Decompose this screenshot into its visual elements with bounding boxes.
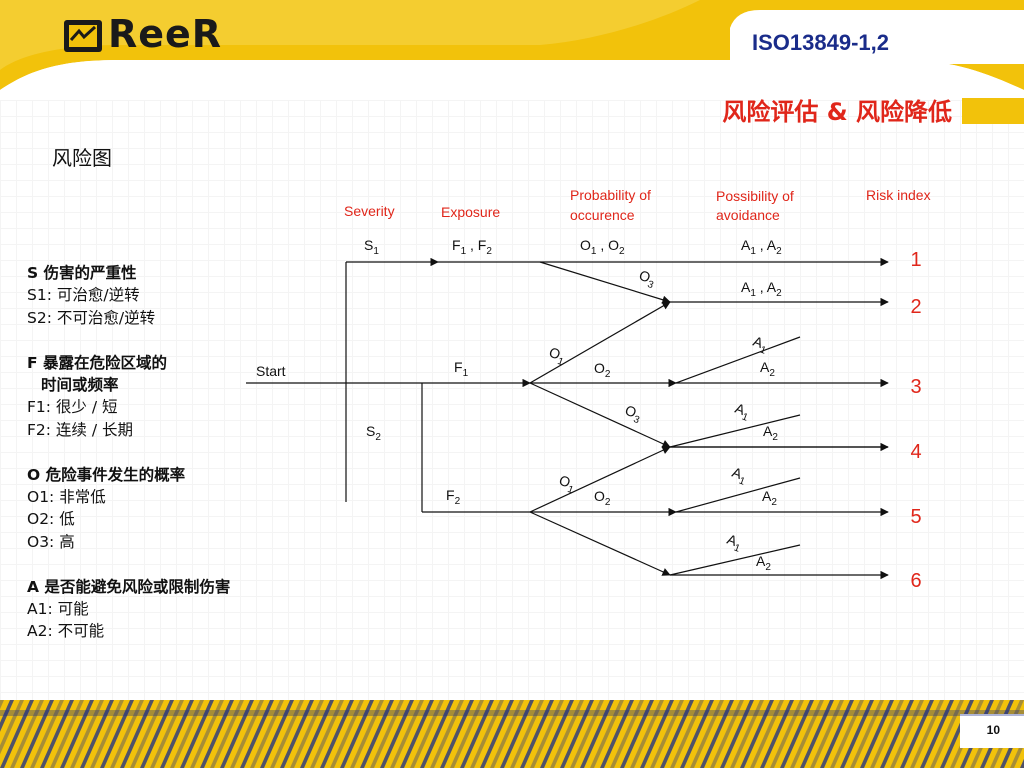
background-grid xyxy=(0,100,1024,700)
col-probability-1: Probability of xyxy=(570,187,651,203)
label-a1-r3: A1 xyxy=(750,333,771,357)
legend-line-5: 时间或频率 xyxy=(41,376,119,395)
label-a1-r5: A1 xyxy=(729,464,750,488)
col-risk-index: Risk index xyxy=(866,187,931,203)
o3-mid xyxy=(529,382,671,448)
label-o3-top: O3 xyxy=(636,267,659,292)
risk-graph-diagram: Severity Exposure Probability of occurence P… xyxy=(246,187,931,592)
risk-index-3: 3 xyxy=(910,376,921,398)
label-a2-r5: A2 xyxy=(762,488,777,508)
risk-index-6: 6 xyxy=(910,570,921,592)
label-a2-r6: A2 xyxy=(756,553,771,573)
risk-index-4: 4 xyxy=(910,441,921,463)
risk-index-2: 2 xyxy=(910,296,921,318)
label-o3-mid: O3 xyxy=(622,402,645,427)
label-o2-mid: O2 xyxy=(594,360,611,380)
legend-line-10: O1: 非常低 xyxy=(27,488,106,507)
label-o1-bot: O1 xyxy=(556,472,579,497)
col-severity: Severity xyxy=(344,203,395,219)
legend-line-7: F2: 连续 / 长期 xyxy=(27,420,134,439)
a1-r4-up xyxy=(669,414,801,448)
legend-line-6: F1: 很少 / 短 xyxy=(27,398,118,417)
title-accent-bar xyxy=(962,98,1024,124)
label-o2-bot: O2 xyxy=(594,488,611,508)
legend-line-11: O2: 低 xyxy=(27,510,75,529)
label-a2-r3: A2 xyxy=(760,359,775,379)
brand-name: ReeR xyxy=(108,12,223,56)
legend-line-9: O 危险事件发生的概率 xyxy=(27,465,186,484)
col-avoidance-2: avoidance xyxy=(716,207,780,223)
legend-line-14: A 是否能避免风险或限制伤害 xyxy=(27,577,231,596)
a1-r6-up xyxy=(669,544,801,576)
a1-r3-up xyxy=(675,336,801,384)
label-a1a2-r2: A1 , A2 xyxy=(741,279,782,299)
col-exposure: Exposure xyxy=(441,204,500,220)
label-o1-mid: O1 xyxy=(546,344,569,369)
label-a2-r4: A2 xyxy=(763,423,778,443)
label-s2: S2 xyxy=(366,423,381,443)
page-title: 风险评估 & 风险降低 xyxy=(722,98,952,126)
o3-top xyxy=(539,261,671,304)
label-s1: S1 xyxy=(364,237,379,257)
page-number: 10 xyxy=(986,723,1000,737)
col-avoidance-1: Possibility of xyxy=(716,188,794,204)
start-label: Start xyxy=(256,363,286,379)
legend-line-12: O3: 高 xyxy=(27,532,75,551)
legend-line-1: S1: 可治愈/逆转 xyxy=(27,286,140,305)
label-f2: F2 xyxy=(446,487,461,507)
standard-label: ISO13849-1,2 xyxy=(752,30,889,55)
label-a1-r4: A1 xyxy=(732,400,753,424)
risk-index-1: 1 xyxy=(910,249,921,271)
label-a1-r6: A1 xyxy=(724,531,745,555)
risk-index-5: 5 xyxy=(910,506,921,528)
footer-band xyxy=(0,700,1024,768)
header-band xyxy=(0,0,1024,100)
legend-line-0: S 伤害的严重性 xyxy=(27,264,137,282)
brand-logo-icon xyxy=(64,20,102,52)
label-f1f2: F1 , F2 xyxy=(452,237,492,257)
label-f1: F1 xyxy=(454,359,469,379)
legend-line-16: A2: 不可能 xyxy=(27,622,105,641)
o1-mid xyxy=(529,301,671,384)
legend-line-2: S2: 不可治愈/逆转 xyxy=(27,308,156,327)
a1-r5-up xyxy=(675,477,801,513)
o1-bot xyxy=(529,446,671,513)
label-o1o2-top: O1 , O2 xyxy=(580,237,625,257)
legend: S 伤害的严重性 S1: 可治愈/逆转 S2: 不可治愈/逆转 F 暴露在危险区域的时… xyxy=(27,262,327,643)
legend-line-4: F 暴露在危险区域的 xyxy=(27,353,167,372)
col-probability-2: occurence xyxy=(570,207,635,223)
o2-low xyxy=(529,511,671,576)
label-a1a2-r1: A1 , A2 xyxy=(741,237,782,257)
legend-line-15: A1: 可能 xyxy=(27,600,89,619)
section-title: 风险图 xyxy=(52,146,112,170)
